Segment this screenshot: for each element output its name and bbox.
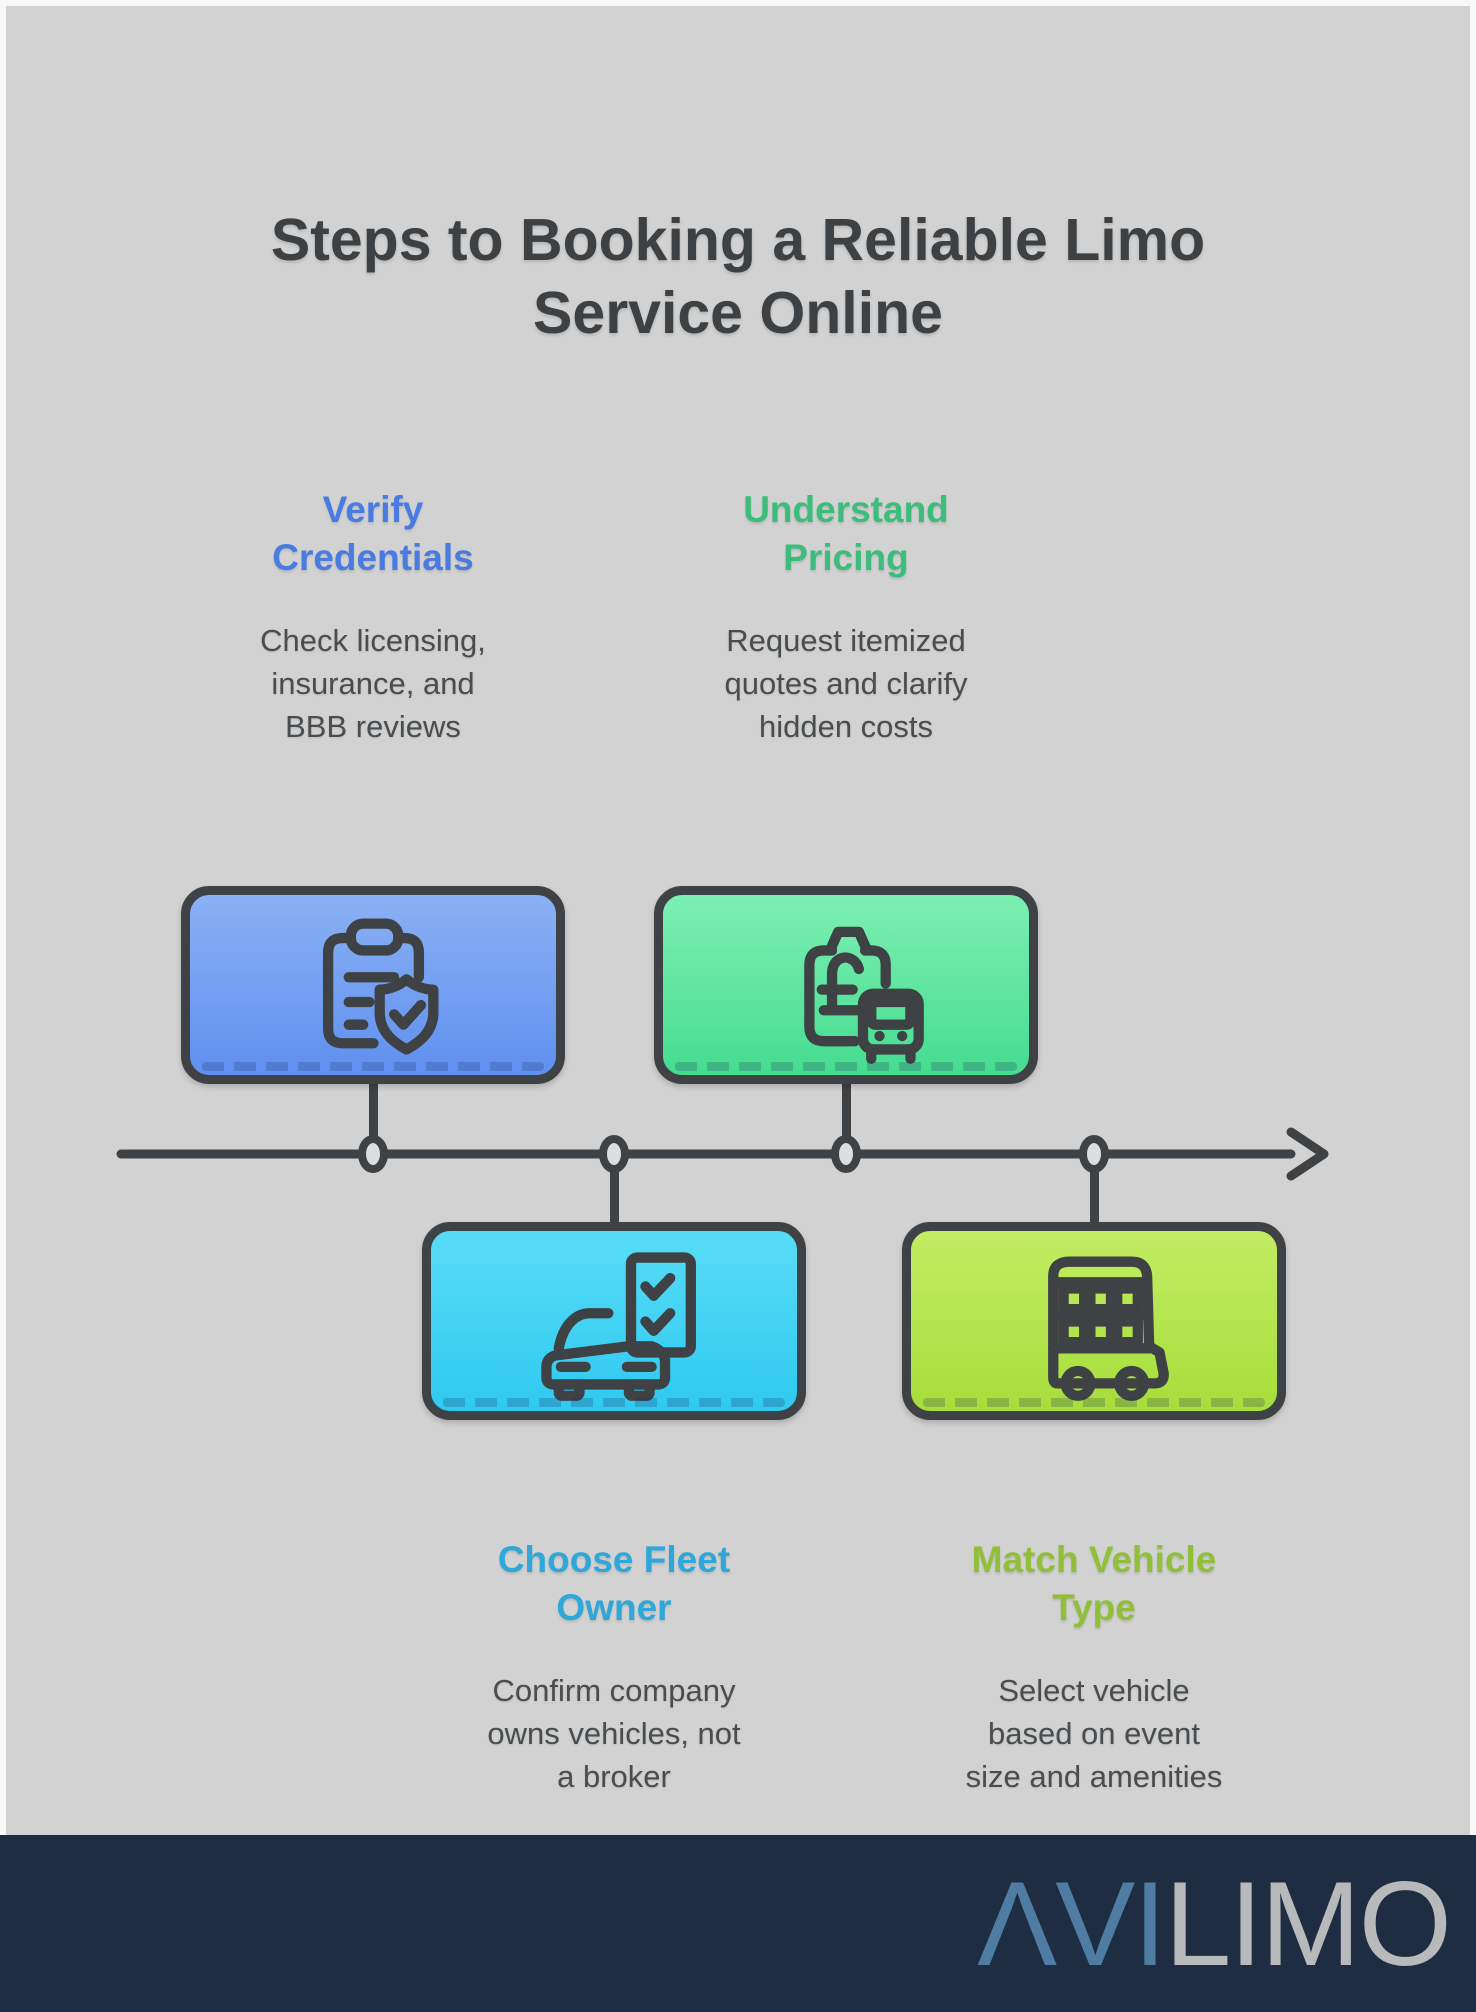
step-label-choose-fleet-owner: Choose Fleet Owner: [497, 1539, 731, 1629]
logo-suffix: LIMO: [1164, 1856, 1452, 1991]
canvas-background: Steps to Booking a Reliable Limo Service…: [6, 6, 1470, 1835]
timeline-node: [831, 1135, 861, 1173]
step-description-match-vehicle-type: Select vehicle based on event size and a…: [965, 1673, 1223, 1794]
footer-bar: ΛVILIMO: [0, 1835, 1476, 2012]
step-label-understand-pricing: Understand Pricing: [743, 489, 949, 579]
double-decker-bus-icon: [1047, 1256, 1169, 1401]
step-label-verify-credentials: Verify Credentials: [272, 489, 474, 579]
timeline-arrow: [116, 1127, 1329, 1181]
car-checklist-icon: [540, 1251, 696, 1401]
step-description-understand-pricing: Request itemized quotes and clarify hidd…: [724, 623, 968, 744]
connector-line: [610, 1154, 619, 1232]
connector-line: [1090, 1154, 1099, 1232]
clipboard-shield-icon: [322, 917, 438, 1055]
step-box-match-vehicle-type: [902, 1222, 1286, 1420]
logo-prefix: ΛVI: [977, 1856, 1167, 1991]
price-tag-bus-icon: [803, 926, 924, 1064]
timeline-node: [1079, 1135, 1109, 1173]
avilimo-logo: ΛVILIMO: [977, 1864, 1452, 1984]
step-box-verify-credentials: [181, 886, 565, 1084]
connector-line: [842, 1064, 851, 1159]
step-box-understand-pricing: [654, 886, 1038, 1084]
connector-line: [369, 1064, 378, 1159]
step-description-choose-fleet-owner: Confirm company owns vehicles, not a bro…: [487, 1673, 741, 1794]
step-label-match-vehicle-type: Match Vehicle Type: [971, 1539, 1217, 1629]
timeline-node: [358, 1135, 388, 1173]
step-box-choose-fleet-owner: [422, 1222, 806, 1420]
page-title: Steps to Booking a Reliable Limo Service…: [270, 207, 1206, 347]
step-description-verify-credentials: Check licensing, insurance, and BBB revi…: [260, 623, 486, 744]
timeline-node: [599, 1135, 629, 1173]
